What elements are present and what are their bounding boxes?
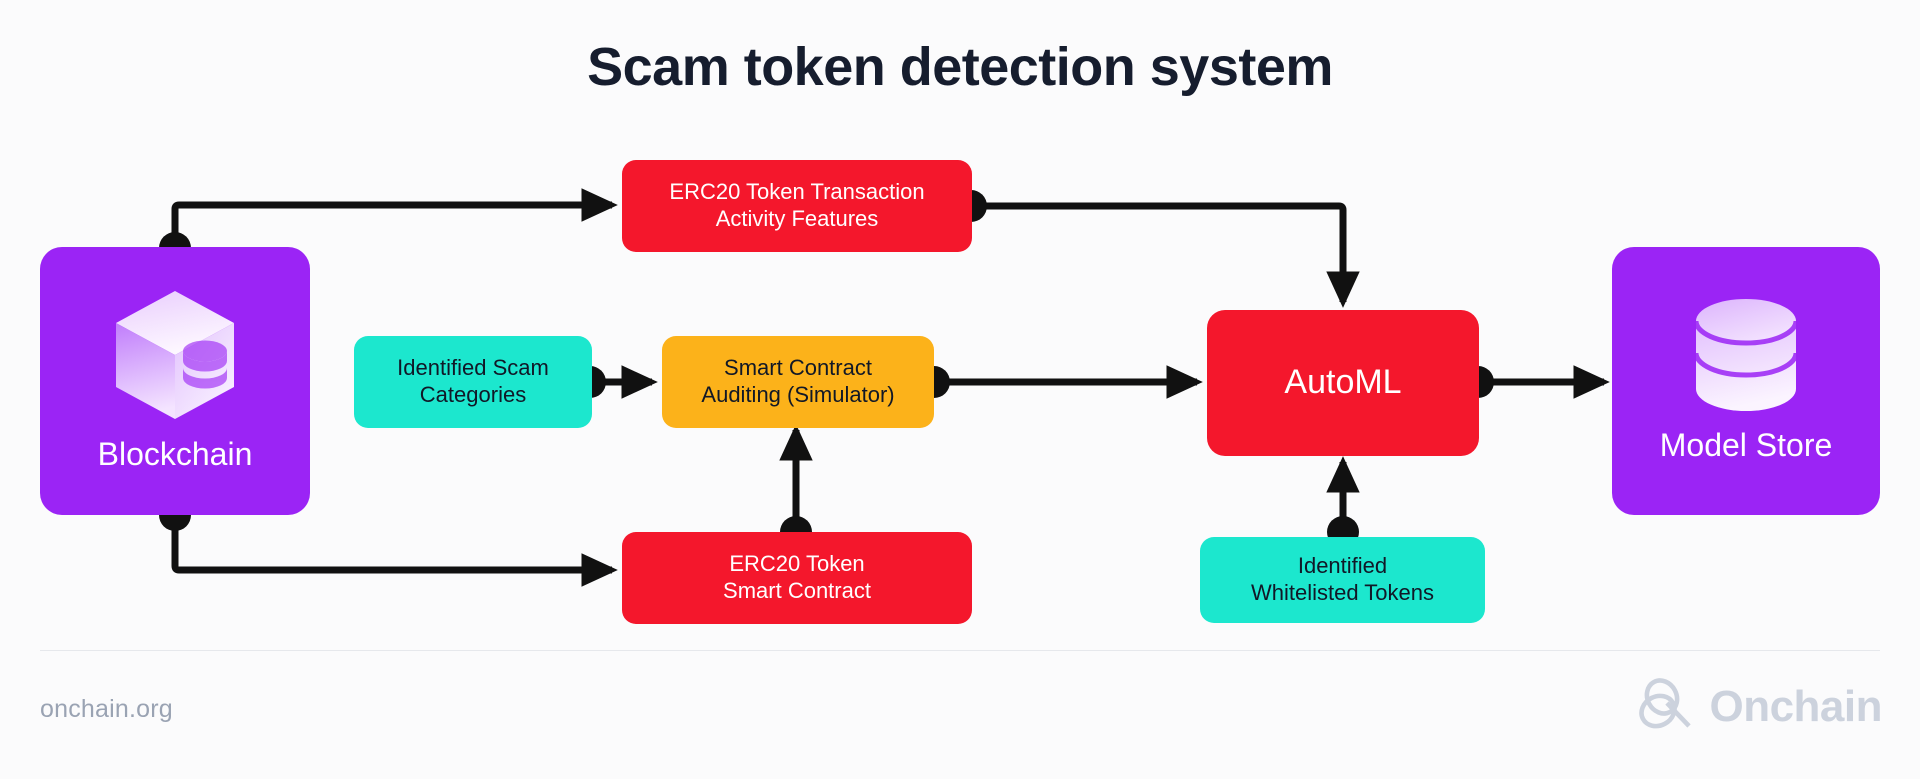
onchain-wordmark: Onchain bbox=[1709, 681, 1882, 731]
database-cylinder-icon bbox=[1690, 297, 1802, 419]
node-label: Blockchain bbox=[97, 436, 253, 473]
cube-database-icon bbox=[111, 288, 239, 428]
page-title: Scam token detection system bbox=[587, 37, 1333, 97]
node-erc20-activity-features[interactable]: ERC20 Token Transaction Activity Feature… bbox=[622, 160, 972, 252]
node-label: ERC20 Token Transaction Activity Feature… bbox=[669, 179, 925, 231]
edge-blockchain-to-activity-features bbox=[171, 188, 618, 248]
onchain-knot-icon bbox=[1637, 678, 1699, 735]
node-label: AutoML bbox=[1284, 363, 1402, 402]
node-automl[interactable]: AutoML bbox=[1207, 310, 1479, 456]
edge-activity-features-to-automl bbox=[971, 202, 1360, 308]
onchain-logo[interactable]: Onchain bbox=[1637, 678, 1882, 735]
node-identified-scam-categories[interactable]: Identified Scam Categories bbox=[354, 336, 592, 428]
node-model-store[interactable]: Model Store bbox=[1612, 247, 1880, 515]
node-smart-contract-auditing[interactable]: Smart Contract Auditing (Simulator) bbox=[662, 336, 934, 428]
edge-blockchain-to-erc20-contract bbox=[171, 515, 618, 587]
node-blockchain[interactable]: Blockchain bbox=[40, 247, 310, 515]
footer-divider bbox=[40, 650, 1880, 651]
node-label: Model Store bbox=[1659, 427, 1833, 464]
node-erc20-smart-contract[interactable]: ERC20 Token Smart Contract bbox=[622, 532, 972, 624]
node-label: Smart Contract Auditing (Simulator) bbox=[701, 355, 895, 407]
node-identified-whitelisted-tokens[interactable]: Identified Whitelisted Tokens bbox=[1200, 537, 1485, 623]
node-label: Identified Scam Categories bbox=[397, 355, 549, 407]
footer-url[interactable]: onchain.org bbox=[40, 695, 173, 723]
node-label: ERC20 Token Smart Contract bbox=[723, 551, 871, 603]
node-label: Identified Whitelisted Tokens bbox=[1250, 553, 1434, 605]
